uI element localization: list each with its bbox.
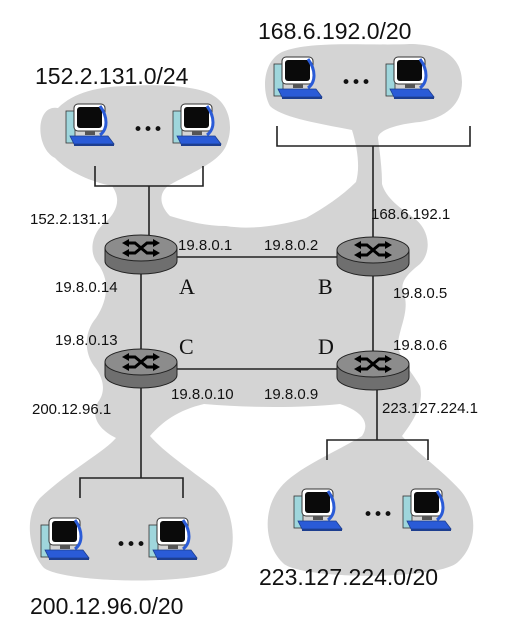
interface-b-lan: 168.6.192.1 <box>371 206 450 223</box>
router-name-c: C <box>179 334 194 359</box>
router-name-b: B <box>318 274 333 299</box>
interface-d-to-c: 19.8.0.9 <box>264 386 318 403</box>
router-icon <box>335 235 411 278</box>
host-ellipsis: ••• <box>363 505 393 525</box>
interface-a-lan: 152.2.131.1 <box>30 211 109 228</box>
subnet-label-top-right: 168.6.192.0/20 <box>258 18 411 44</box>
interface-b-to-d: 19.8.0.5 <box>393 285 447 302</box>
interface-a-to-c: 19.8.0.14 <box>55 279 118 296</box>
host-ellipsis: ••• <box>116 535 146 555</box>
subnet-label-bottom-left: 200.12.96.0/20 <box>30 593 183 619</box>
router-icon <box>103 347 179 390</box>
router-icon <box>335 349 411 392</box>
host-ellipsis: ••• <box>341 73 371 93</box>
interface-a-to-b: 19.8.0.1 <box>178 237 232 254</box>
subnet-label-bottom-right: 223.127.224.0/20 <box>259 564 438 590</box>
subnet-label-top-left: 152.2.131.0/24 <box>35 63 189 89</box>
interface-c-lan: 200.12.96.1 <box>32 401 111 418</box>
host-ellipsis: ••• <box>133 120 163 140</box>
router-icon <box>103 233 179 276</box>
interface-c-to-d: 19.8.0.10 <box>171 386 234 403</box>
interface-b-to-a: 19.8.0.2 <box>264 237 318 254</box>
interface-c-to-a: 19.8.0.13 <box>55 332 118 349</box>
router-name-a: A <box>179 274 195 299</box>
interface-d-to-b: 19.8.0.6 <box>393 337 447 354</box>
interface-d-lan: 223.127.224.1 <box>382 400 478 417</box>
wires <box>79 126 471 498</box>
router-name-d: D <box>318 334 334 359</box>
